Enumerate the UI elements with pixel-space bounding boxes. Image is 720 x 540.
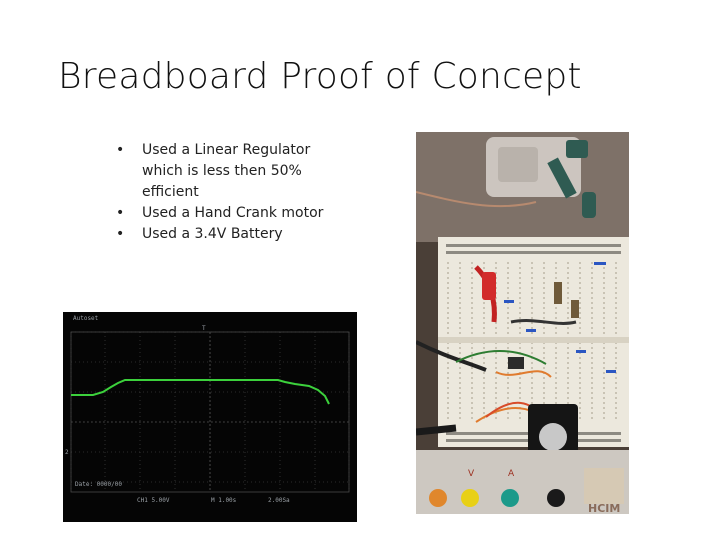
bullet-list: • Used a Linear Regulator which is less … <box>116 140 346 245</box>
bullet-text: Used a Linear Regulator which is less th… <box>142 142 311 200</box>
scope-footer-rate: 2.00Sa <box>268 497 290 504</box>
scope-footer-time: M 1.00s <box>211 497 237 504</box>
bullet-text: Used a Hand Crank motor <box>142 205 324 221</box>
scope-trigger-marker: T <box>202 325 206 332</box>
panel-label-a: A <box>508 469 515 479</box>
hand-crank-motor <box>416 137 596 218</box>
bullet-glyph: • <box>116 226 125 242</box>
oscilloscope-screen: Autoset T 2 Date: 0000/00 CH1 5.00V M 1.… <box>65 315 350 504</box>
slide-title: Breadboard Proof of Concept <box>58 56 582 97</box>
circuit-wiring <box>416 262 616 436</box>
panel-label-v: V <box>468 469 475 479</box>
bullet-text: Used a 3.4V Battery <box>142 226 283 242</box>
bullet-glyph: • <box>116 205 125 221</box>
bullet-item: • Used a Hand Crank motor <box>116 203 346 224</box>
scope-status-text: Autoset <box>73 315 99 322</box>
scope-channel-marker: 2 <box>65 449 69 456</box>
scope-footer-date: Date: 0000/00 <box>75 481 122 488</box>
breadboard-photo: V A HCIM <box>416 132 629 514</box>
oscilloscope-image: Autoset T 2 Date: 0000/00 CH1 5.00V M 1.… <box>63 312 357 522</box>
scope-trace <box>71 379 330 405</box>
test-panel <box>416 450 629 514</box>
bullet-item: • Used a 3.4V Battery <box>116 224 346 245</box>
panel-brand-text: HCIM <box>588 502 620 514</box>
scope-footer-ch1: CH1 5.00V <box>137 497 170 504</box>
breadboard-illustration: V A HCIM <box>416 132 629 514</box>
bullet-item: • Used a Linear Regulator which is less … <box>116 140 346 203</box>
scope-grid <box>70 331 350 493</box>
bullet-glyph: • <box>116 142 125 158</box>
